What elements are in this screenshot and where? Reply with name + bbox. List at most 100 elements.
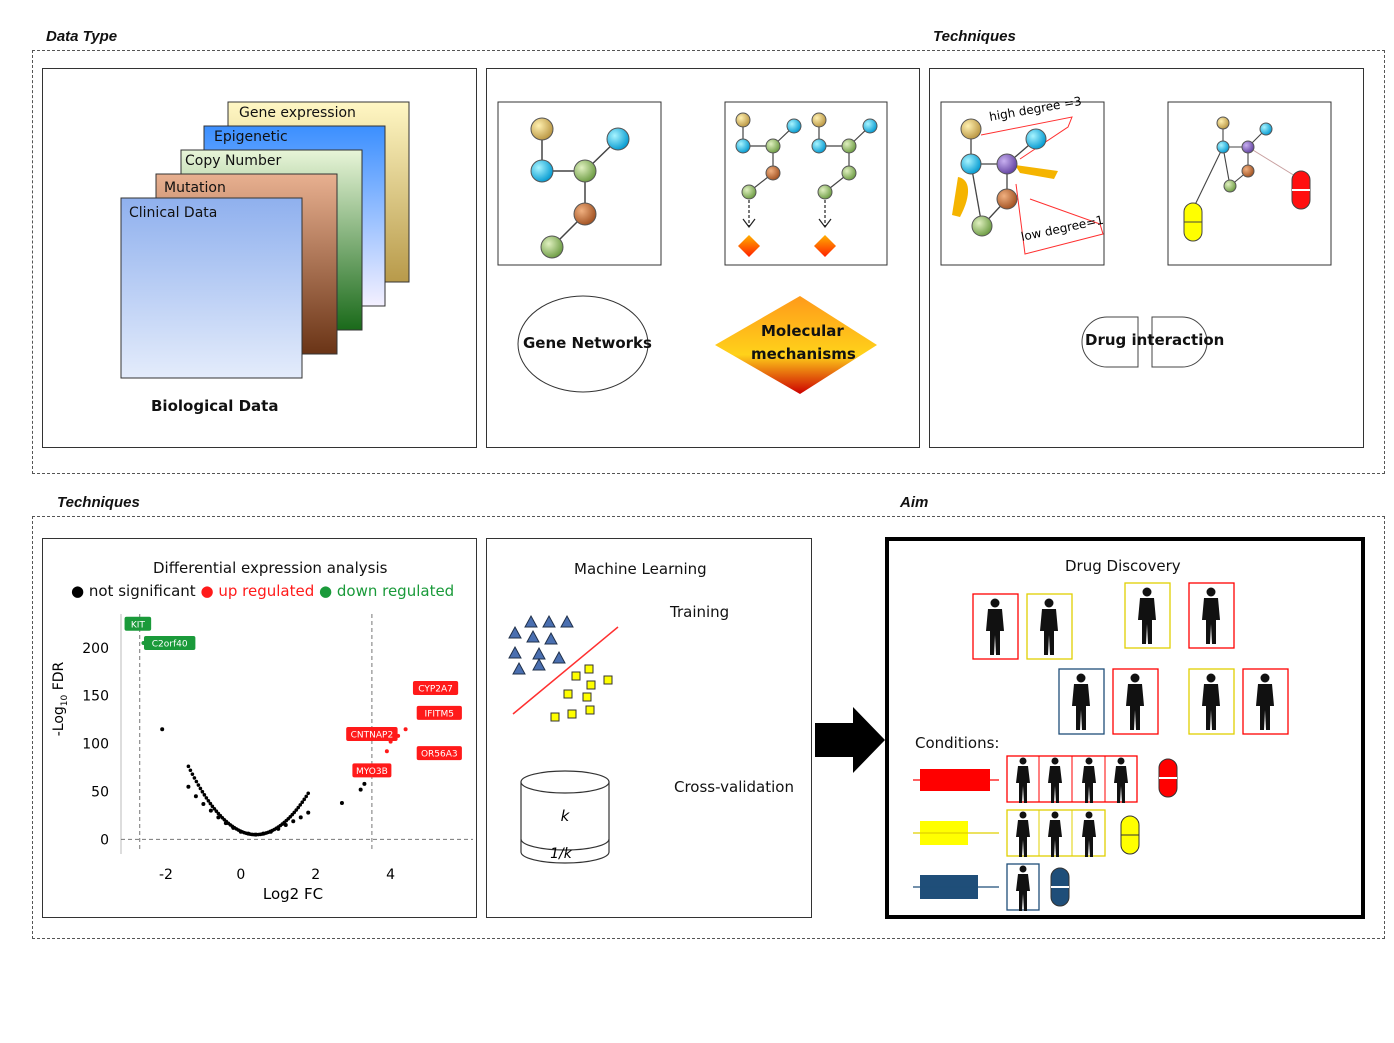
one-over-k-label: 1/k <box>550 846 573 862</box>
cross-validation-label: Cross-validation <box>674 778 794 796</box>
layer-epigenetic: Epigenetic <box>214 129 288 145</box>
training-label: Training <box>670 603 730 621</box>
legend-ns-marker: ● <box>71 582 85 600</box>
legend-up-marker: ● <box>200 582 214 600</box>
curve-point-4 <box>194 779 199 784</box>
curve-point-9 <box>204 796 209 800</box>
curve-point-57 <box>300 800 305 805</box>
layer-gene-expression: Gene expression <box>239 105 356 121</box>
ml-title: Machine Learning <box>574 560 707 578</box>
drug-interaction-graphic: high degree =3 low degree=1 <box>940 94 1332 368</box>
gene-label-box-2 <box>412 681 459 695</box>
curve-point-11 <box>208 801 213 806</box>
drug-interaction-panel: high degree =3 low degree=1 Drug interac… <box>929 68 1364 448</box>
y-tick-label-2: 100 <box>82 737 109 753</box>
y-tick-label-0: 0 <box>100 832 109 848</box>
drug-discovery-title: Drug Discovery <box>1065 557 1181 575</box>
k-label: k <box>561 807 571 825</box>
curve-point-58 <box>302 797 307 802</box>
networks-graphic <box>497 101 888 394</box>
legend-up-text: up regulated <box>218 582 315 600</box>
gene-label-box-5 <box>416 746 462 761</box>
data-point-0-18 <box>339 801 344 805</box>
curve-point-56 <box>298 803 303 807</box>
curve-point-13 <box>212 807 217 811</box>
curve-point-3 <box>192 776 197 780</box>
y-tick-label-1: 50 <box>91 785 109 801</box>
curve-point-5 <box>196 783 201 787</box>
data-point-1-1 <box>403 727 408 732</box>
gene-label-box-4 <box>346 727 398 741</box>
gene-label-1: C2orf40 <box>152 639 188 649</box>
legend-down-marker: ● <box>319 582 333 600</box>
techniques-label-top: Techniques <box>933 28 1016 45</box>
dea-panel: Differential expression analysis ● not s… <box>42 538 477 918</box>
techniques-label-bottom: Techniques <box>57 494 140 511</box>
drug-discovery-graphic <box>913 582 1289 911</box>
data-point-0-17 <box>306 810 311 815</box>
curve-point-8 <box>202 793 207 797</box>
gene-label-2: CYP2A7 <box>418 685 453 695</box>
legend-ns-text: not significant <box>88 582 196 600</box>
layer-mutation: Mutation <box>164 180 226 196</box>
drug-interaction-label: Drug interaction <box>1085 331 1225 349</box>
data-point-0-16 <box>298 815 303 820</box>
y-tick-label-3: 150 <box>82 689 109 705</box>
layer-clinical-data: Clinical Data <box>129 205 218 221</box>
data-point-0-1 <box>186 784 191 789</box>
legend-down-text: down regulated <box>336 582 455 600</box>
molecular-label-line2: mechanisms <box>751 345 856 363</box>
curve-point-6 <box>198 786 203 791</box>
curve-point-0 <box>186 764 191 769</box>
drug-discovery-panel: Drug Discovery Conditions: <box>885 537 1365 919</box>
data-point-0-2 <box>193 794 198 799</box>
data-type-label: Data Type <box>46 28 118 45</box>
curve-point-59 <box>304 794 309 799</box>
gene-label-3: IFITM5 <box>425 709 454 719</box>
data-layers-graphic <box>120 101 410 379</box>
y-axis-label: -Log10 FDR <box>51 661 70 736</box>
x-tick-label-1: 0 <box>236 867 245 883</box>
gene-label-box-1 <box>143 635 196 650</box>
data-point-0-4 <box>208 808 213 813</box>
gene-label-box-3 <box>416 705 462 720</box>
bottom-dashed-frame <box>32 516 1385 939</box>
data-point-0-3 <box>201 801 206 806</box>
data-point-1-4 <box>384 749 389 754</box>
gene-label-box-6 <box>352 763 392 778</box>
gene-label-0: KIT <box>131 620 146 630</box>
curve-point-1 <box>188 768 193 773</box>
y-tick-label-4: 200 <box>82 641 109 657</box>
conditions-label: Conditions: <box>915 734 1000 752</box>
x-tick-label-0: -2 <box>159 867 173 883</box>
curve-point-10 <box>206 798 211 803</box>
curve-point-60 <box>306 791 311 796</box>
aim-label: Aim <box>900 494 929 511</box>
x-tick-label-2: 2 <box>311 867 320 883</box>
x-tick-label-3: 4 <box>386 867 395 883</box>
data-type-panel: Gene expression Epigenetic Copy Number M… <box>42 68 477 448</box>
data-point-0-20 <box>362 781 367 786</box>
gene-label-5: OR56A3 <box>421 750 458 760</box>
top-dashed-frame <box>32 50 1385 474</box>
curve-point-55 <box>296 805 301 810</box>
curve-point-53 <box>292 810 297 815</box>
arrow-right-icon <box>815 707 885 773</box>
gene-label-4: CNTNAP2 <box>351 731 394 741</box>
gene-networks-label: Gene Networks <box>523 334 652 352</box>
biological-data-caption: Biological Data <box>151 397 279 415</box>
molecular-label-line1: Molecular <box>761 322 844 340</box>
data-point-0-15 <box>291 819 296 824</box>
gene-label-6: MYO3B <box>356 767 388 777</box>
curve-point-7 <box>200 789 205 794</box>
x-axis-label: Log2 FC <box>263 885 323 903</box>
networks-panel: Gene Networks Molecular mechanisms <box>486 68 920 448</box>
curve-point-12 <box>210 804 215 809</box>
curve-point-54 <box>294 808 299 812</box>
dea-title: Differential expression analysis <box>153 559 388 577</box>
data-point-0-19 <box>358 787 363 792</box>
data-point-0-0 <box>160 727 165 732</box>
volcano-plot: Log2 FC -Log10 FDR -2 0 2 4 0 50 100 150 200 KIT C… <box>51 614 473 903</box>
gene-label-box-0 <box>124 616 152 631</box>
curve-point-2 <box>190 772 195 776</box>
